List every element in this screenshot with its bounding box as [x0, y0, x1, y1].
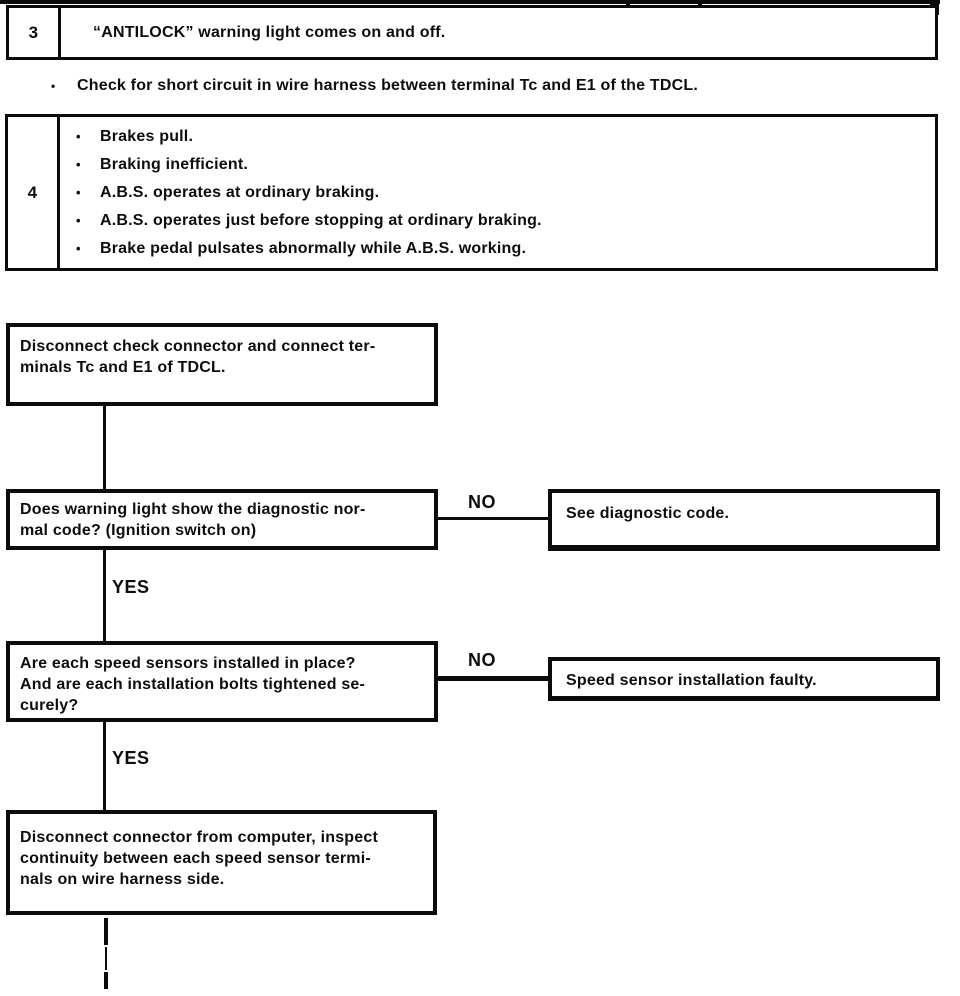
flow-result-see-diagnostic-code: See diagnostic code.	[548, 489, 940, 551]
symptom-item: • A.B.S. operates just before stopping a…	[76, 207, 935, 235]
symptom-text: “ANTILOCK” warning light comes on and of…	[93, 23, 446, 41]
bullet-icon: •	[76, 156, 81, 172]
top-rule-tick	[626, 0, 630, 8]
flow-question-speed-sensors: Are each speed sensors installed in plac…	[6, 641, 438, 722]
symptom-number: 4	[8, 117, 60, 268]
symptom-number: 3	[9, 8, 61, 57]
bullet-icon: •	[76, 184, 81, 200]
bullet-icon: •	[51, 79, 56, 93]
symptom-item: • Brake pedal pulsates abnormally while …	[76, 235, 935, 263]
symptom-row-3: 3 “ANTILOCK” warning light comes on and …	[6, 5, 938, 60]
no-label: NO	[468, 492, 496, 512]
symptom-item-text: A.B.S. operates just before stopping at …	[100, 211, 542, 229]
symptom-item: • A.B.S. operates at ordinary braking.	[76, 179, 935, 207]
bullet-icon: •	[76, 128, 81, 144]
check-note-text: Check for short circuit in wire harness …	[77, 77, 698, 94]
bullet-icon: •	[76, 212, 81, 228]
yes-label: YES	[112, 577, 150, 597]
symptom-item: • Braking inefficient.	[76, 151, 935, 179]
flow-connector-vertical	[104, 972, 108, 989]
symptom-item-text: Brake pedal pulsates abnormally while A.…	[100, 239, 527, 257]
symptom-item: • Brakes pull.	[76, 123, 935, 151]
yes-label: YES	[112, 748, 150, 768]
top-rule-fragment	[0, 0, 940, 4]
flow-connector-no-1	[438, 517, 549, 520]
flow-connector-vertical	[103, 722, 106, 811]
check-note: • Check for short circuit in wire harnes…	[51, 77, 931, 95]
flow-connector-no-2	[438, 676, 548, 681]
flow-question-diagnostic-code: Does warning light show the diagnostic n…	[6, 489, 438, 550]
flow-step-connect-tdcl: Disconnect check connector and connect t…	[6, 323, 438, 406]
flow-connector-vertical	[103, 549, 106, 642]
flow-connector-vertical	[104, 918, 108, 945]
flow-connector-vertical	[105, 947, 107, 970]
flow-result-sensor-installation-faulty: Speed sensor installation faulty.	[548, 657, 940, 701]
symptom-item-text: Brakes pull.	[100, 127, 194, 145]
symptom-item-text: Braking inefficient.	[100, 155, 249, 173]
flow-connector-vertical	[103, 405, 106, 490]
symptom-row-4: 4 • Brakes pull. • Braking inefficient. …	[5, 114, 938, 271]
bullet-icon: •	[76, 240, 81, 256]
symptom-item-text: A.B.S. operates at ordinary braking.	[100, 183, 380, 201]
flow-step-inspect-continuity: Disconnect connector from computer, insp…	[6, 810, 437, 915]
no-label: NO	[468, 650, 496, 670]
top-rule-tick	[698, 0, 702, 8]
